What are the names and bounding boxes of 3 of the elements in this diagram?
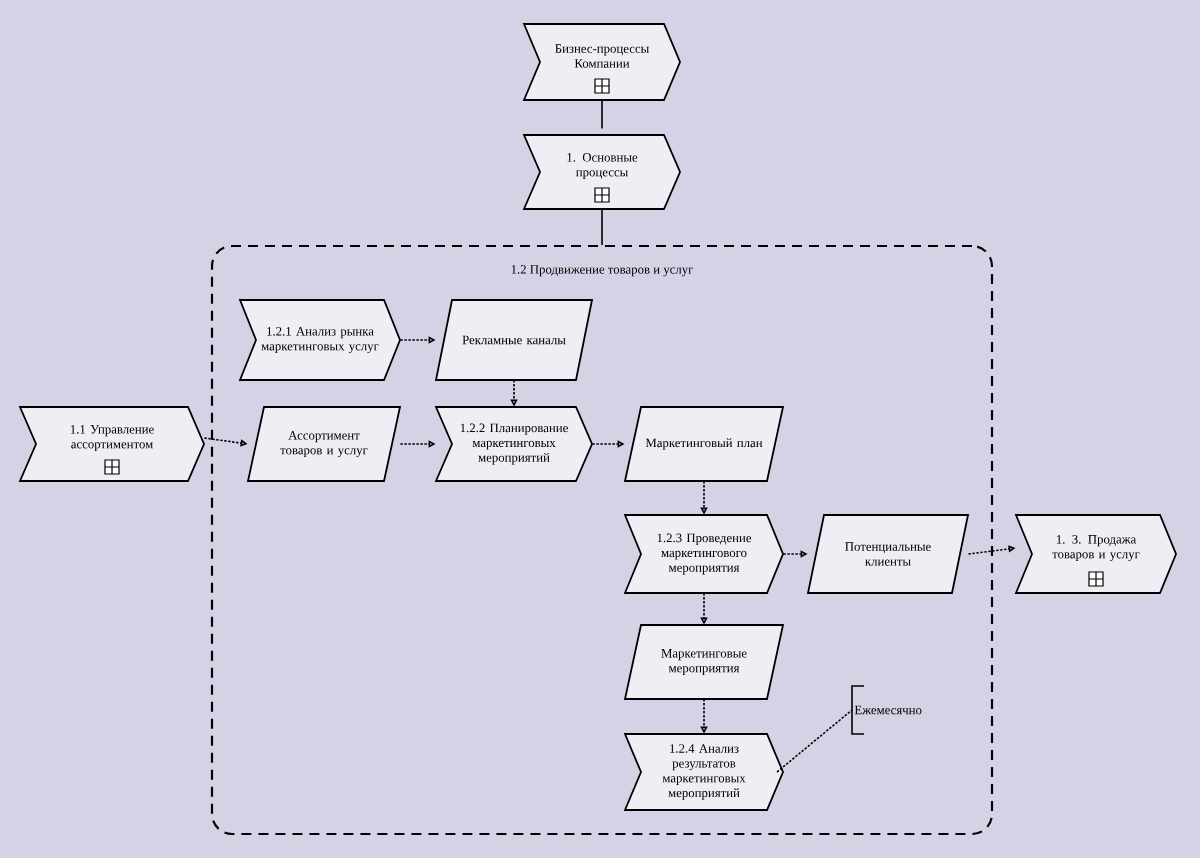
connector-line — [601, 99, 603, 130]
connector-line — [776, 709, 853, 773]
connector-line — [601, 208, 603, 246]
